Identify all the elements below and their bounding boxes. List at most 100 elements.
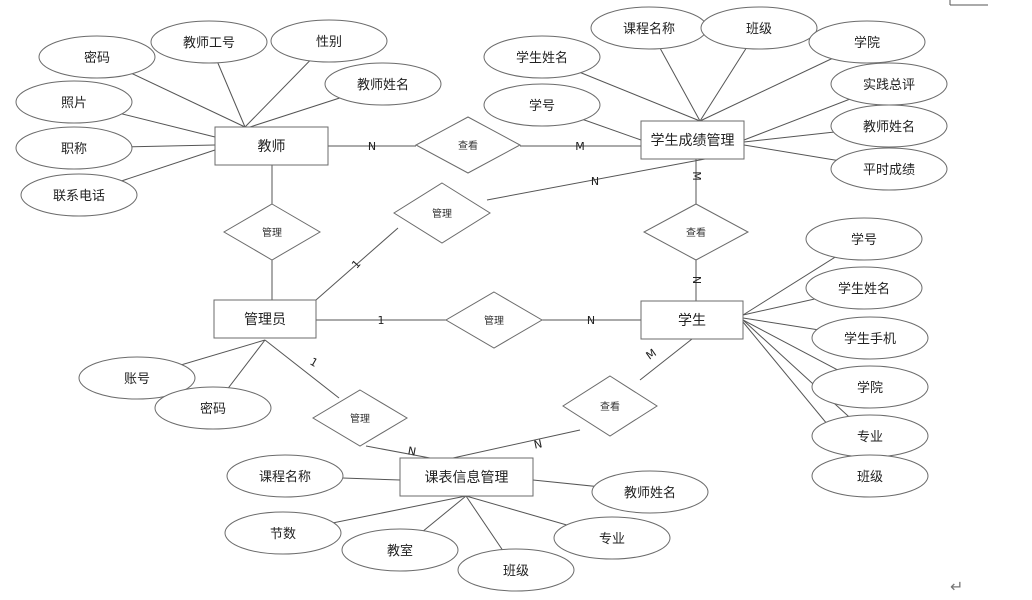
attribute-student-5: 班级 (811, 454, 929, 498)
edge-manage-grade (486, 158, 706, 201)
attribute-label: 专业 (857, 430, 883, 445)
attribute-admin-1: 密码 (154, 386, 272, 430)
entity-label: 学生 (678, 313, 706, 329)
attribute-label: 学院 (857, 380, 883, 396)
attribute-grade_mgmt-3: 学院 (808, 20, 926, 64)
attribute-schedule_mgmt-2: 节数 (224, 511, 342, 555)
entity-label: 管理员 (244, 312, 286, 328)
entity-student: 学生 (640, 300, 744, 340)
cardinality-label: N (591, 175, 599, 188)
attribute-teacher-4: 照片 (15, 80, 133, 124)
entity-admin: 管理员 (213, 299, 317, 339)
attribute-label: 教师工号 (183, 35, 235, 51)
attribute-teacher-3: 教师姓名 (324, 62, 442, 106)
attribute-label: 节数 (270, 527, 296, 542)
edge-view-schedule (452, 429, 581, 459)
edge-manage-schedule (365, 445, 431, 459)
attribute-teacher-6: 联系电话 (20, 173, 138, 217)
relationship-label: 查看 (458, 139, 478, 152)
attribute-label: 账号 (124, 372, 150, 387)
relationship-label: 管理 (432, 207, 452, 220)
attribute-grade_mgmt-7: 平时成绩 (830, 147, 948, 191)
entity-label: 课表信息管理 (425, 469, 509, 486)
attribute-admin-0: 账号 (78, 356, 196, 400)
entity-teacher: 教师 (214, 126, 329, 166)
relationship-label: 管理 (350, 412, 370, 425)
attribute-grade_mgmt-1: 课程名称 (590, 6, 708, 50)
attribute-label: 课程名称 (259, 469, 311, 485)
relationship-admin_student: 管理 (445, 291, 543, 349)
relationship-teacher_admin: 管理 (223, 203, 321, 261)
entity-grade_mgmt: 学生成绩管理 (640, 120, 745, 160)
edge-admin-manage-grade (315, 227, 399, 301)
attribute-teacher-0: 密码 (38, 35, 156, 79)
relationship-student_view_schedule: 查看 (562, 375, 658, 437)
attribute-label: 班级 (857, 470, 883, 485)
relationship-label: 查看 (600, 400, 620, 413)
attribute-grade_mgmt-0: 学生姓名 (483, 35, 601, 79)
entity-schedule_mgmt: 课表信息管理 (399, 457, 534, 497)
relationship-teacher_view_grade: 查看 (414, 116, 522, 174)
cardinality-label: N (690, 276, 703, 284)
edge-student-view-schedule (639, 338, 693, 381)
cardinality-label: N (368, 140, 376, 153)
attribute-label: 性别 (316, 35, 342, 50)
attribute-schedule_mgmt-0: 课程名称 (226, 454, 344, 498)
attribute-schedule_mgmt-5: 专业 (553, 516, 671, 560)
attribute-label: 教师姓名 (357, 77, 409, 93)
cardinality-label: M (575, 140, 585, 153)
attribute-label: 照片 (61, 96, 87, 111)
attribute-label: 学生姓名 (838, 281, 890, 297)
cardinality-label: N (407, 444, 417, 458)
attribute-label: 平时成绩 (863, 163, 915, 178)
edge-admin-manage-schedule (264, 339, 340, 399)
cardinality-label: N (533, 437, 544, 451)
cardinality-label: M (644, 346, 659, 362)
attribute-schedule_mgmt-4: 班级 (457, 548, 575, 592)
attribute-student-2: 学生手机 (811, 316, 929, 360)
attribute-student-0: 学号 (805, 217, 923, 261)
cardinality-label: M (690, 171, 703, 181)
cardinality-label: N (587, 314, 595, 327)
attribute-label: 学号 (529, 98, 555, 114)
cardinality-label: 1 (378, 314, 385, 327)
entity-label: 教师 (258, 139, 286, 155)
attribute-teacher-1: 教师工号 (150, 20, 268, 64)
attribute-student-1: 学生姓名 (805, 266, 923, 310)
attribute-schedule_mgmt-1: 教师姓名 (591, 470, 709, 514)
attribute-student-3: 学院 (811, 365, 929, 409)
cardinality-label: 1 (307, 355, 320, 370)
attribute-label: 联系电话 (53, 189, 105, 204)
attribute-label: 教师姓名 (624, 485, 676, 501)
attribute-teacher-5: 职称 (15, 126, 133, 170)
attribute-teacher-2: 性别 (270, 19, 388, 63)
relationship-label: 管理 (262, 226, 282, 239)
attribute-label: 教师姓名 (863, 119, 915, 135)
attribute-label: 学生手机 (844, 331, 896, 347)
relationship-admin_schedule: 管理 (312, 389, 408, 447)
relationship-label: 查看 (686, 226, 706, 239)
attribute-label: 班级 (503, 564, 529, 579)
attribute-label: 学生姓名 (516, 50, 568, 66)
attribute-label: 密码 (84, 50, 110, 66)
attribute-schedule_mgmt-3: 教室 (341, 528, 459, 572)
paragraph-mark: ↵ (950, 577, 963, 596)
relationship-student_view_grade: 查看 (642, 203, 750, 261)
attribute-grade_mgmt-5: 实践总评 (830, 62, 948, 106)
relationship-admin_grade: 管理 (393, 182, 491, 244)
attribute-label: 学院 (854, 35, 880, 51)
attribute-grade_mgmt-4: 学号 (483, 83, 601, 127)
attribute-label: 班级 (746, 22, 772, 37)
attribute-label: 课程名称 (623, 21, 675, 37)
attribute-grade_mgmt-2: 班级 (700, 6, 818, 50)
corner-mark (949, 0, 988, 6)
relationship-label: 管理 (484, 314, 504, 327)
attribute-label: 专业 (599, 532, 625, 547)
attribute-label: 学号 (851, 232, 877, 248)
attribute-label: 教室 (387, 543, 413, 559)
attribute-student-4: 专业 (811, 414, 929, 458)
attribute-label: 密码 (200, 401, 226, 417)
attribute-grade_mgmt-6: 教师姓名 (830, 104, 948, 148)
attribute-label: 实践总评 (863, 78, 915, 93)
